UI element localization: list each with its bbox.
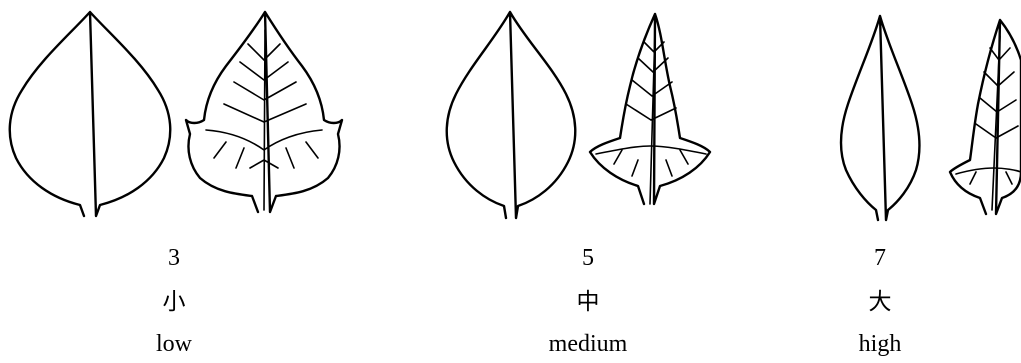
rating-label-en: medium bbox=[508, 330, 668, 358]
entire-leaf-outline bbox=[10, 12, 171, 216]
leaf-group-high: 7 大 high bbox=[820, 0, 1021, 363]
rating-number: 7 bbox=[800, 244, 960, 272]
rating-label-zh: 大 bbox=[800, 288, 960, 316]
leaf-illustrations-high bbox=[820, 0, 1021, 240]
lobed-leaf-outline bbox=[590, 14, 710, 204]
midrib-vein bbox=[264, 30, 265, 210]
rating-label-en: high bbox=[800, 330, 960, 358]
rating-number: 3 bbox=[94, 244, 254, 272]
entire-leaf-outline bbox=[841, 16, 920, 220]
lobed-leaf-outline bbox=[950, 20, 1021, 214]
rating-label-zh: 中 bbox=[508, 288, 668, 316]
rating-label-en: low bbox=[94, 330, 254, 358]
leaf-group-medium: 5 中 medium bbox=[430, 0, 750, 363]
entire-leaf-outline bbox=[447, 12, 576, 218]
rating-label-zh: 小 bbox=[94, 288, 254, 316]
leaf-illustrations-low bbox=[0, 0, 340, 240]
rating-number: 5 bbox=[508, 244, 668, 272]
lateral-veins bbox=[956, 48, 1021, 184]
leaf-illustrations-medium bbox=[430, 0, 750, 240]
leaf-group-low: 3 小 low bbox=[0, 0, 340, 363]
